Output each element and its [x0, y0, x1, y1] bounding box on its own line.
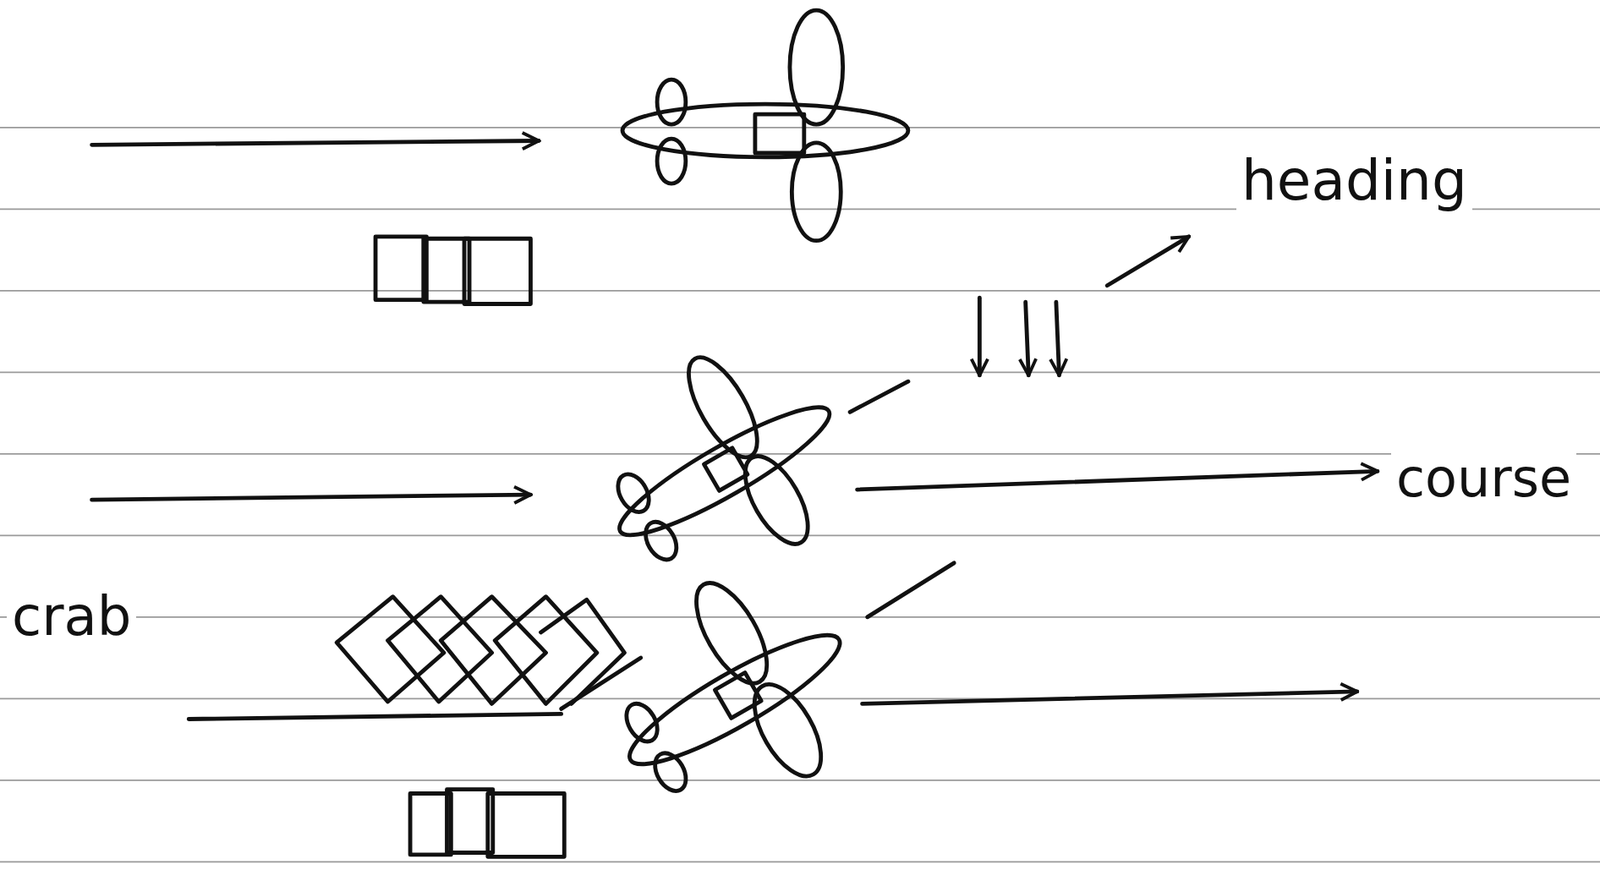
runway-blocks [375, 236, 531, 305]
airplane [564, 313, 879, 619]
handwritten-label: heading [1236, 150, 1473, 213]
track-arrow [92, 494, 532, 500]
wind-arrows [979, 297, 1059, 376]
handwritten-label: crab [6, 586, 137, 647]
heading-dash [849, 381, 909, 412]
course-arrow [857, 471, 1378, 490]
airplane [622, 10, 909, 242]
track-line [188, 713, 561, 719]
heading-dash [867, 563, 955, 618]
airplane [572, 539, 891, 850]
crabbed-runway-blocks [336, 597, 642, 710]
handwritten-label: course [1391, 449, 1577, 508]
course-arrow [862, 691, 1358, 704]
track-arrow [92, 140, 540, 145]
ruled-lines [0, 127, 1600, 863]
runway-blocks [410, 789, 565, 858]
heading-arrow [1106, 236, 1190, 286]
